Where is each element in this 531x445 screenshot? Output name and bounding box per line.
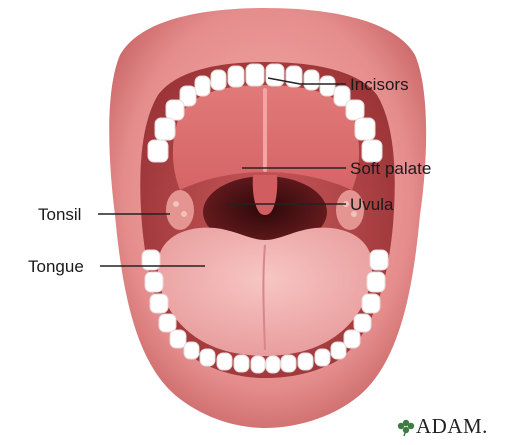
brand-logo: ADAM.: [398, 414, 488, 438]
label-tonsil: Tonsil: [38, 205, 81, 224]
label-uvula: Uvula: [350, 195, 394, 214]
leaf-icon: [398, 420, 414, 436]
left-tonsil-texture: [173, 201, 179, 207]
left-tonsil-texture: [181, 211, 187, 217]
label-soft-palate: Soft palate: [350, 159, 431, 178]
brand-text: ADAM.: [416, 414, 488, 438]
left-tonsil: [166, 190, 194, 230]
label-tongue: Tongue: [28, 257, 84, 276]
label-incisors: Incisors: [350, 75, 409, 94]
